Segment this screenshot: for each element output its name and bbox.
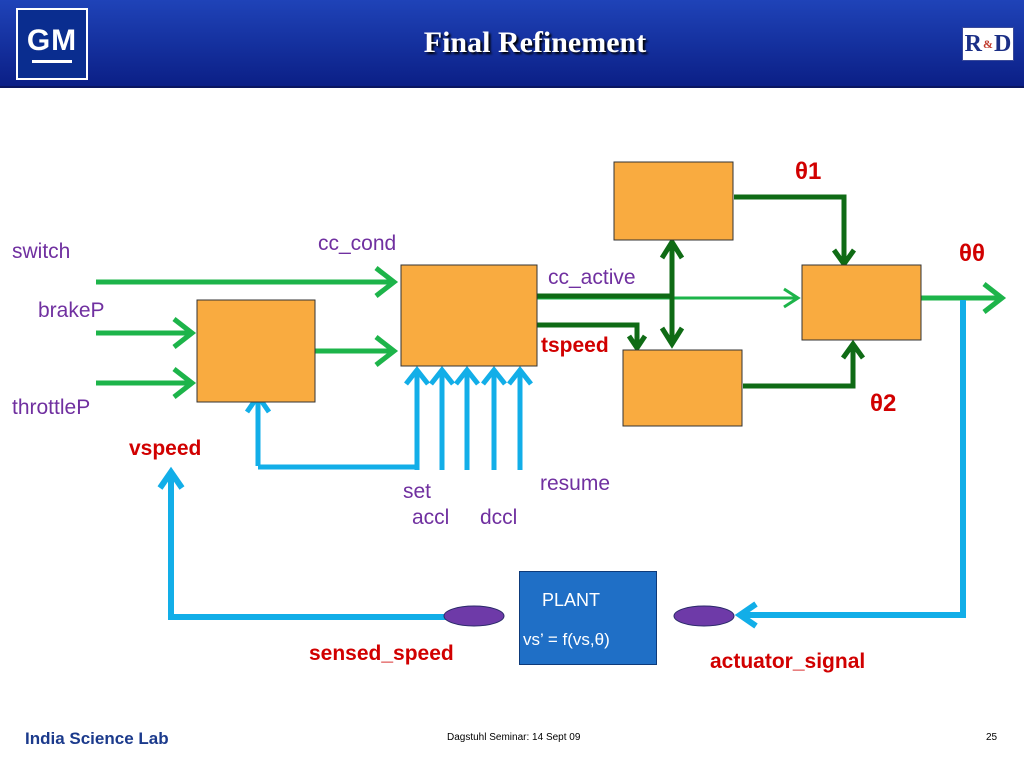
footer-page-number: 25: [986, 732, 998, 743]
gm-logo: GM: [16, 8, 88, 80]
tspeed-label: tspeed: [541, 334, 609, 357]
cc-cond-label: cc_cond: [318, 232, 397, 255]
footer-lab-name: India Science Lab: [25, 729, 169, 748]
gm-logo-text: GM: [26, 23, 78, 57]
vspeed-feedback: [244, 391, 419, 470]
sensor-oval: [443, 605, 505, 627]
vspeed-label: vspeed: [129, 437, 202, 460]
actuator-signal-loop: [734, 300, 966, 629]
theta-theta-label: θθ: [959, 240, 985, 267]
plant-title: PLANT: [542, 590, 601, 610]
theta1-arrow: [734, 194, 857, 269]
footer-seminar: Dagstuhl Seminar: 14 Sept 09: [447, 732, 581, 743]
actuator-oval: [673, 605, 735, 627]
set-arrow-2: [429, 365, 455, 470]
switch-label: switch: [12, 240, 71, 263]
center-process-box: [400, 264, 538, 367]
actuator-signal-label: actuator_signal: [710, 650, 866, 673]
blue-input-arrows: [404, 365, 533, 470]
bidirectional-vertical-arrow: [659, 237, 685, 349]
rd-logo: R&D: [962, 27, 1014, 61]
gm-logo-underline: [32, 59, 72, 63]
header-bar: GM Final Refinement R&D: [0, 0, 1024, 88]
far-right-process-box: [801, 264, 922, 341]
set-arrow: [404, 365, 430, 470]
theta1-label: θ1: [795, 158, 822, 185]
top-right-process-box: [613, 161, 734, 241]
accl-arrow: [454, 365, 480, 470]
slide-title: Final Refinement: [423, 26, 647, 59]
set-label: set: [403, 480, 432, 503]
plant-box: PLANT vs’ = f(vs,θ): [519, 571, 657, 665]
theta2-label: θ2: [870, 390, 897, 417]
cc-active-label: cc_active: [548, 266, 636, 289]
sensed-speed-loop: [157, 466, 446, 620]
brakeP-label: brakeP: [38, 299, 105, 322]
theta2-arrow: [743, 339, 866, 389]
rd-logo-amp: &: [983, 36, 993, 51]
accl-label: accl: [412, 506, 450, 529]
resume-arrow: [507, 365, 533, 470]
brakeP-arrow: [96, 317, 197, 349]
switch-arrow: [96, 266, 399, 298]
tspeed-arrow: [537, 322, 648, 353]
left-process-box: [196, 299, 316, 403]
dccl-label: dccl: [480, 506, 518, 529]
resume-label: resume: [540, 472, 611, 495]
rd-logo-d: D: [994, 30, 1012, 57]
plant-equation: vs’ = f(vs,θ): [523, 630, 610, 649]
dccl-arrow: [481, 365, 507, 470]
rd-logo-r: R: [964, 30, 982, 57]
output-arrow: [921, 282, 1007, 314]
throttleP-label: throttleP: [12, 396, 91, 419]
sensed-speed-label: sensed_speed: [309, 642, 454, 665]
throttleP-arrow: [96, 367, 197, 399]
bottom-right-process-box: [622, 349, 743, 427]
box-left-to-center-arrow: [308, 335, 399, 367]
